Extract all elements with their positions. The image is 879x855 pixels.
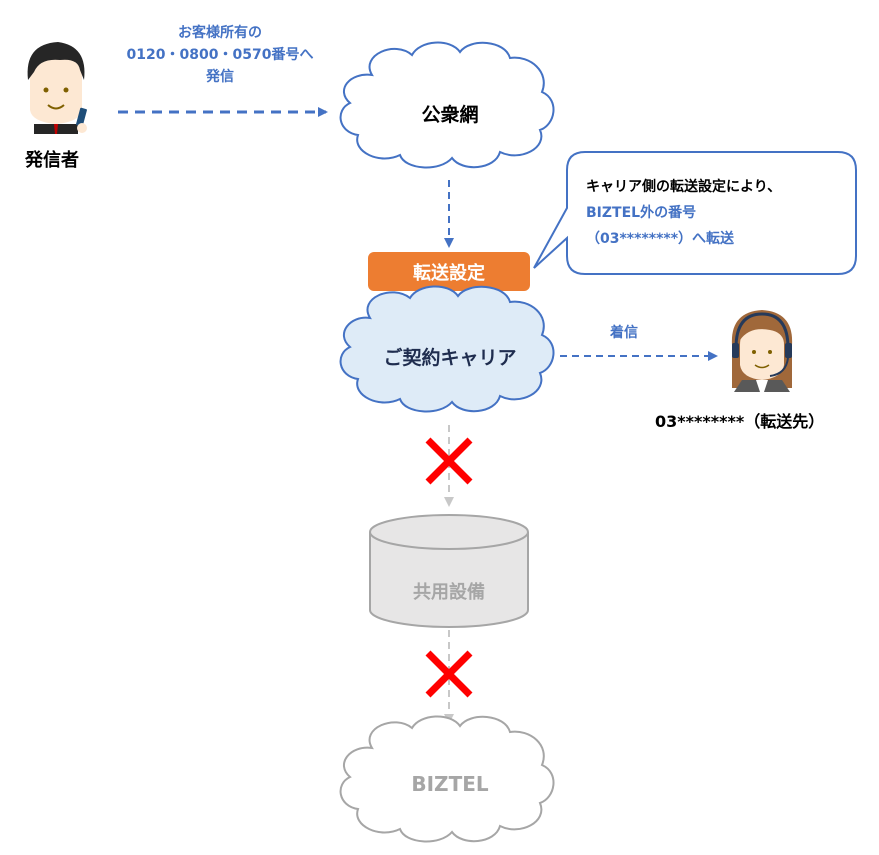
- destination-label: 03********（転送先）: [655, 412, 825, 431]
- blocked-cross-icon-2: [425, 650, 473, 698]
- call-out-line-3: 発信: [206, 69, 234, 85]
- carrier-cloud: [339, 285, 555, 413]
- callout-line-3: （03********）へ転送: [586, 231, 735, 247]
- callout-bubble-text: キャリア側の転送設定により、 BIZTEL外の番号 （03********）へ転…: [586, 174, 781, 252]
- call-out-line-2: 0120・0800・0570番号へ: [126, 47, 314, 63]
- callout-bubble-shape: [533, 151, 857, 275]
- public-network-cloud: [339, 41, 555, 169]
- call-out-line-1: お客様所有の: [178, 25, 262, 41]
- forward-setting-label: 転送設定: [413, 263, 485, 284]
- caller-label: 発信者: [25, 150, 79, 171]
- shared-equipment-cylinder: [369, 514, 529, 628]
- biztel-label: BIZTEL: [411, 772, 489, 796]
- callout-line-2: BIZTEL外の番号: [586, 205, 697, 221]
- public-network-label: 公衆網: [421, 104, 479, 126]
- callout-line-1: キャリア側の転送設定により、: [586, 179, 782, 195]
- call-out-label: お客様所有の 0120・0800・0570番号へ 発信: [100, 22, 340, 88]
- forward-setting-box: [368, 252, 530, 291]
- operator-headset-icon: [731, 310, 793, 392]
- shared-equipment-label: 共用設備: [413, 582, 485, 603]
- blocked-cross-icon: [425, 437, 473, 485]
- carrier-label: ご契約キャリア: [383, 347, 517, 369]
- biztel-cloud: [339, 715, 555, 843]
- incoming-label: 着信: [610, 325, 638, 341]
- businessman-phone-icon: [27, 42, 87, 134]
